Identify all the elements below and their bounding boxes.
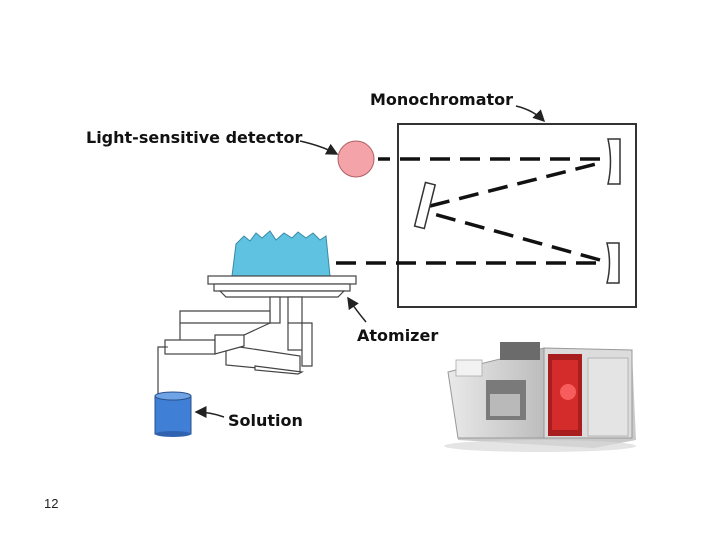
detector-arrow bbox=[299, 140, 339, 155]
capillary-tube bbox=[157, 346, 166, 398]
grating bbox=[413, 181, 437, 230]
solution-label: Solution bbox=[228, 411, 303, 430]
detector-circle bbox=[337, 140, 375, 178]
mirror-bottom-right bbox=[606, 242, 620, 284]
monochromator-box bbox=[397, 123, 637, 308]
monochromator-label: Monochromator bbox=[370, 90, 514, 109]
mirror-top-right bbox=[607, 138, 621, 185]
atomizer bbox=[164, 275, 357, 375]
atomizer-label: Atomizer bbox=[357, 326, 439, 345]
flame bbox=[231, 230, 331, 277]
slide-number: 12 bbox=[44, 496, 59, 511]
instrument-image bbox=[444, 342, 636, 452]
solution-beaker bbox=[154, 391, 192, 437]
atomizer-arrow bbox=[347, 296, 367, 323]
light-path bbox=[336, 157, 602, 265]
monochromator-arrow bbox=[515, 105, 546, 123]
detector-label: Light-sensitive detector bbox=[86, 128, 303, 147]
solution-arrow bbox=[194, 406, 225, 419]
